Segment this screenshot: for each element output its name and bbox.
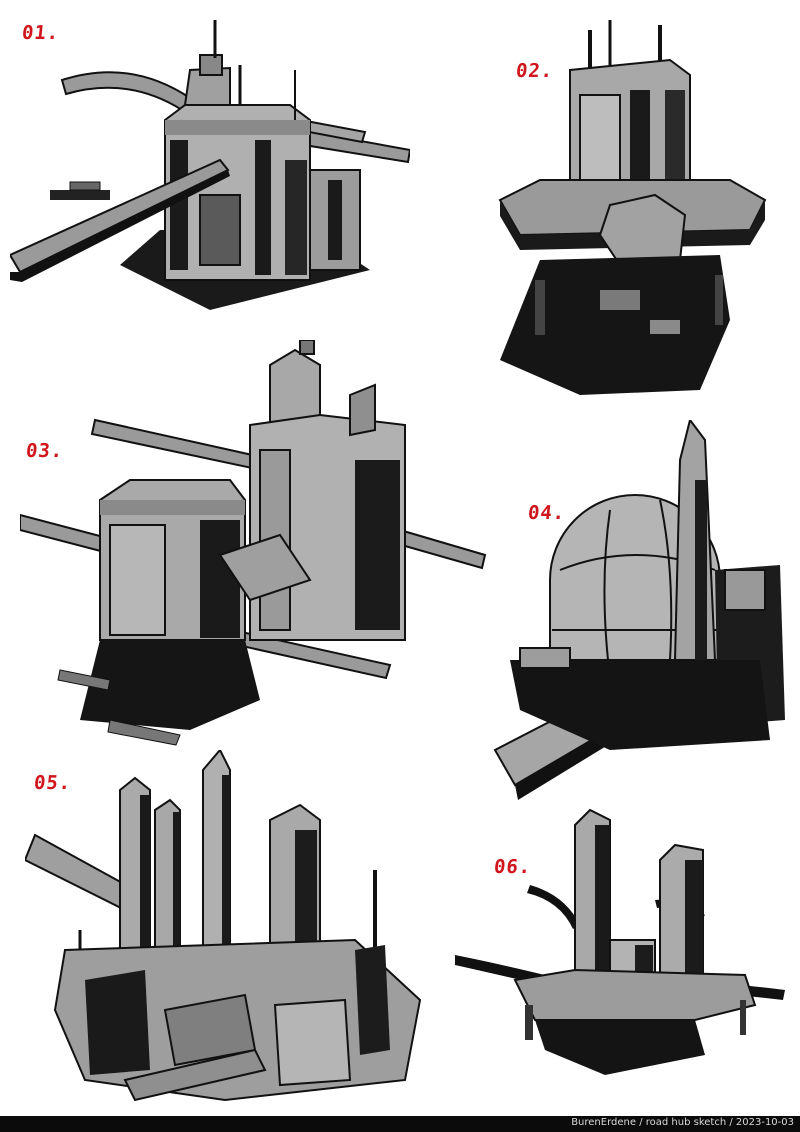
footer-credit: BurenErdene / road hub sketch / 2023-10-… xyxy=(571,1117,794,1128)
sketch-05-skyscraper-cluster xyxy=(25,750,422,1102)
sketch-06-twin-tower-hub xyxy=(455,808,785,1075)
sketch-01-tower-hub xyxy=(10,20,410,310)
footer-bar: BurenErdene / road hub sketch / 2023-10-… xyxy=(0,1116,800,1132)
sketch-03-twin-block-hub xyxy=(20,340,487,746)
sketch-02-platform-hub xyxy=(498,20,767,395)
sketch-04-dome-hub xyxy=(493,420,785,800)
